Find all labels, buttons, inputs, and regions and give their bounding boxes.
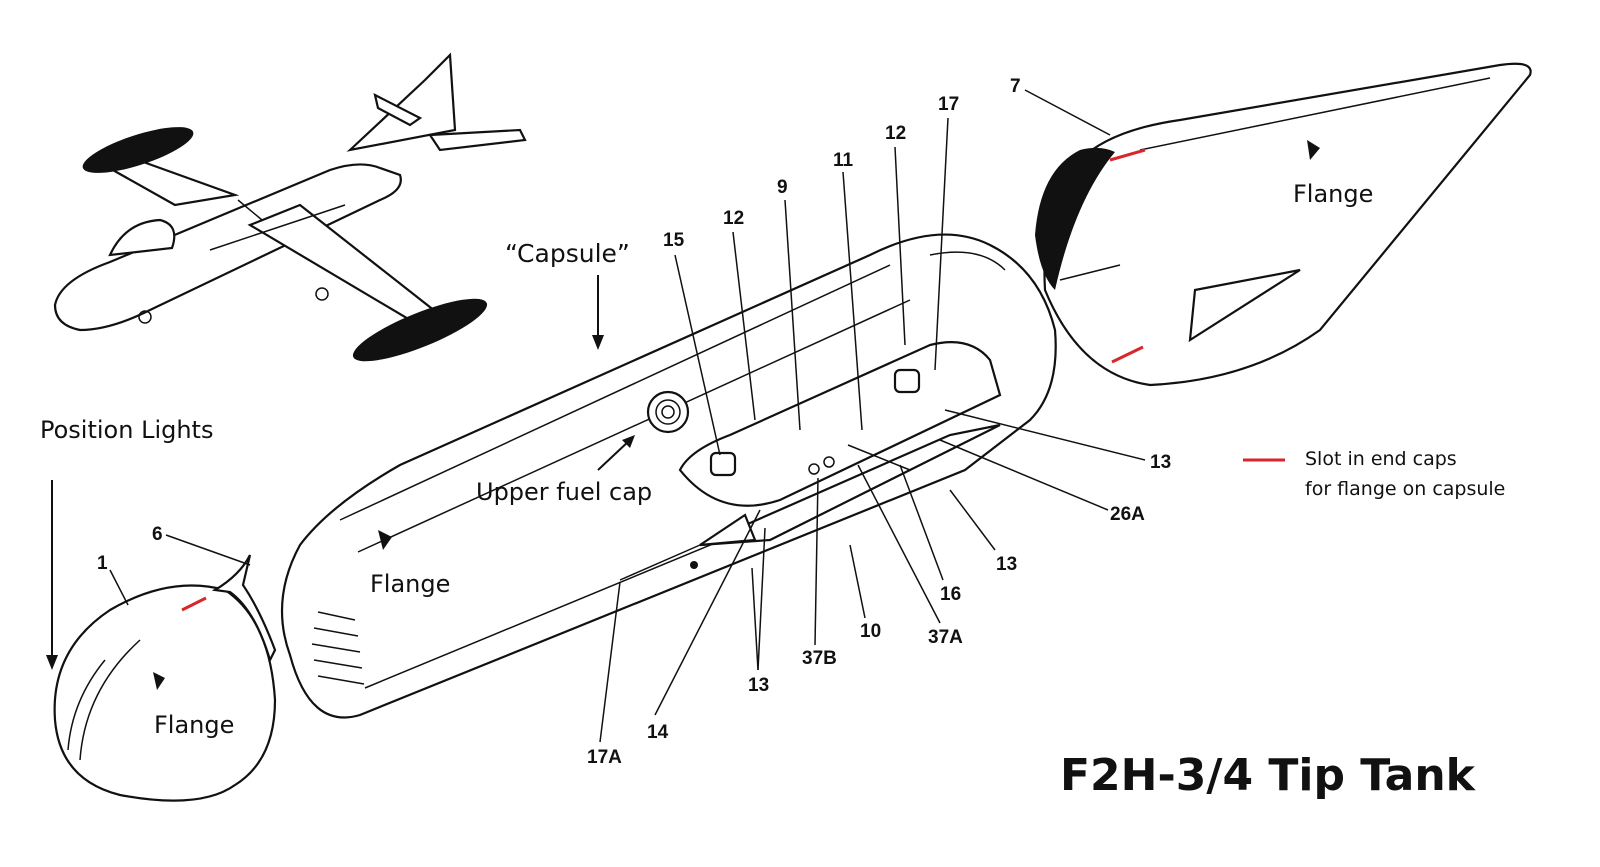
callout-17a: 17A: [587, 747, 622, 768]
callout-12a: 12: [723, 208, 744, 229]
callout-12b: 12: [885, 123, 906, 144]
callout-37b: 37B: [802, 648, 837, 669]
callout-11: 11: [833, 150, 854, 171]
front-end-cap: [53, 554, 277, 802]
callout-15: 15: [663, 230, 685, 251]
callout-17: 17: [938, 94, 959, 115]
capsule-body: [280, 233, 1057, 719]
flange-front-label: Flange: [154, 711, 234, 739]
callout-13c: 13: [748, 675, 769, 696]
flange-rear-label: Flange: [1293, 180, 1373, 208]
rear-end-cap: [1035, 62, 1532, 387]
callout-16: 16: [940, 584, 961, 605]
diagram-title: F2H-3/4 Tip Tank: [1060, 750, 1477, 801]
aircraft-illustration: [53, 52, 527, 362]
callout-37a: 37A: [928, 627, 963, 648]
callout-10: 10: [860, 621, 881, 642]
capsule-label: “Capsule”: [505, 239, 630, 268]
callout-7: 7: [1010, 76, 1021, 97]
slot-legend-line2: for flange on capsule: [1305, 478, 1505, 500]
callout-13a: 13: [1150, 452, 1171, 473]
slot-legend: Slot in end caps for flange on capsule: [1243, 448, 1505, 500]
callouts: 1 6 7 9 12 15 11 12 17 13 26A 13 16 37A …: [97, 76, 1171, 768]
upper-fuel-cap-label: Upper fuel cap: [476, 478, 652, 506]
flange-capsule-label: Flange: [370, 570, 450, 598]
callout-13b: 13: [996, 554, 1017, 575]
callout-26a: 26A: [1110, 504, 1145, 525]
callout-9: 9: [777, 177, 788, 198]
callout-6: 6: [152, 524, 163, 545]
position-lights-label: Position Lights: [40, 416, 213, 444]
callout-14: 14: [647, 722, 669, 743]
callout-1: 1: [97, 553, 108, 574]
slot-legend-line1: Slot in end caps: [1305, 448, 1457, 470]
